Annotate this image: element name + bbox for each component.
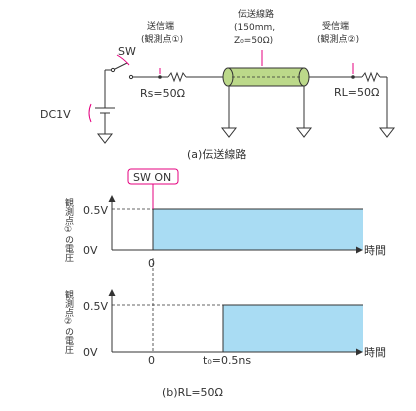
line-label-1: 伝送線路 xyxy=(238,8,274,20)
source-label: DC1V xyxy=(40,108,71,121)
sw-on-label: SW ON xyxy=(133,171,171,184)
rl-label: RL=50Ω xyxy=(334,86,379,99)
rs-resistor xyxy=(167,71,187,83)
plot2-ytick-label: 0V xyxy=(83,346,98,359)
plot2-xlabel: 時間 xyxy=(364,346,386,359)
plot1-area xyxy=(153,209,363,250)
ground-center-icon xyxy=(220,127,238,138)
plot1-ylabel: 観測点①の電圧 xyxy=(63,197,74,263)
transmission-line xyxy=(222,50,310,87)
ground-left-icon xyxy=(96,133,114,144)
ground-load-icon xyxy=(378,127,396,138)
observation-point-2 xyxy=(351,75,355,79)
line-label-3: Z₀=50Ω) xyxy=(234,36,273,46)
switch xyxy=(105,54,134,80)
caption-a: (a)伝送線路 xyxy=(187,147,246,161)
send-end-label-2: (観測点①) xyxy=(141,33,183,45)
rs-label: Rs=50Ω xyxy=(140,87,185,100)
plot2-ylabel: 観測点②の電圧 xyxy=(63,289,74,355)
sw-label: SW xyxy=(118,45,136,58)
plot2-ytick-label: 0.5V xyxy=(83,300,108,313)
ground-right-icon xyxy=(295,127,313,138)
plot1-ytick-label: 0.5V xyxy=(83,204,108,217)
plot1-xtick-label: 0 xyxy=(148,257,155,270)
plot2-area xyxy=(153,305,363,352)
line-label-2: (150mm, xyxy=(234,23,275,33)
rl-resistor xyxy=(361,71,381,83)
dc-source xyxy=(88,70,115,134)
circuit-diagram: SW DC1V Rs=50Ω RL=50Ω 送信端 (観測点①) 伝送線路 (1… xyxy=(40,8,396,161)
plot2-xtick-label: 0 xyxy=(148,354,155,367)
plot2-t0-label: t₀=0.5ns xyxy=(203,354,251,367)
caption-b: (b)RL=50Ω xyxy=(162,386,223,399)
recv-end-label-2: (観測点②) xyxy=(317,33,359,45)
plot1-xlabel: 時間 xyxy=(364,244,386,257)
recv-end-label-1: 受信端 xyxy=(322,20,349,32)
sw-on-badge xyxy=(127,168,179,185)
observation-point-1 xyxy=(158,75,162,79)
plot1-ytick-label: 0V xyxy=(83,244,98,257)
send-end-label-1: 送信端 xyxy=(147,20,174,32)
